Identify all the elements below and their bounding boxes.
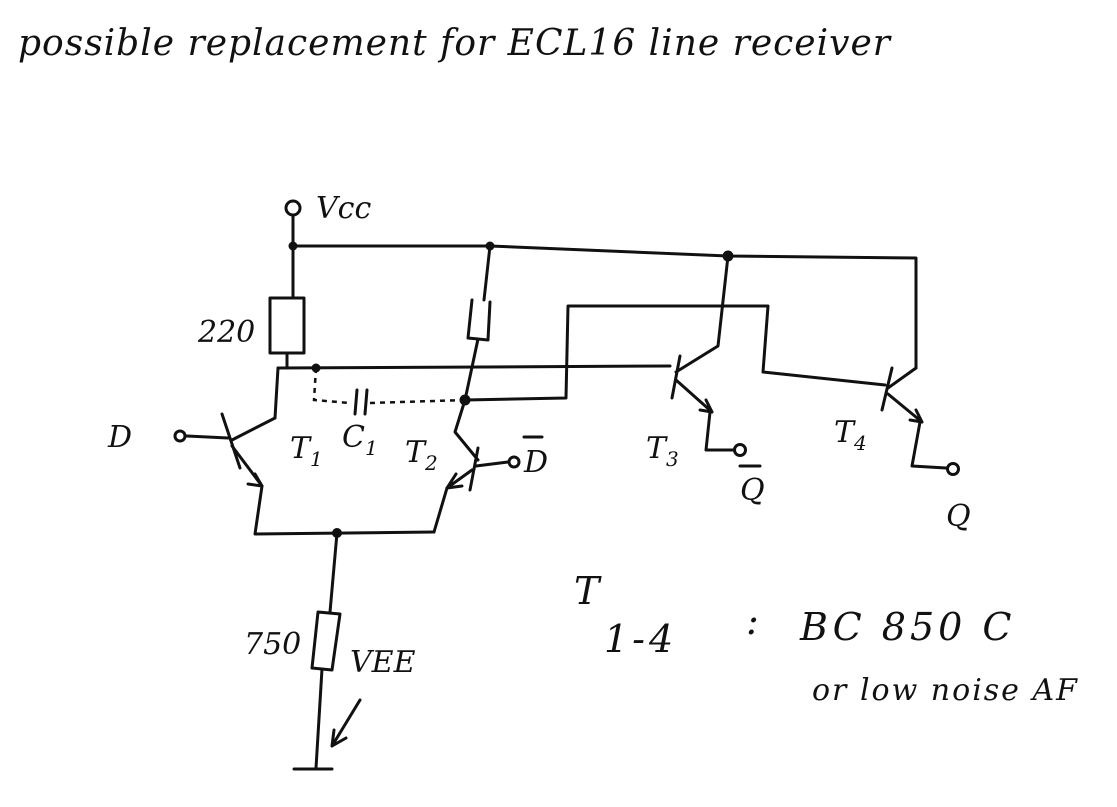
t1-emitter-arrow (230, 444, 264, 488)
note-transistor-prefix: T (574, 569, 603, 613)
t2-collector (453, 398, 480, 462)
t1-collector (230, 416, 277, 442)
r3-label: 750 (244, 627, 301, 662)
note-part: BC 850 C (799, 605, 1015, 649)
dbar-label: D (523, 445, 548, 480)
vcc-rail (291, 213, 918, 370)
resistor-r2 (466, 298, 492, 342)
note-alternative: or low noise AF (812, 673, 1079, 708)
t3-collector (674, 254, 730, 374)
r3-lead-top (328, 531, 339, 614)
c1-lead-left (312, 367, 351, 405)
c1-label: C1 (342, 420, 378, 460)
d-label: D (107, 420, 132, 455)
t3-emitter-arrow (674, 378, 714, 414)
q-terminal (946, 462, 960, 476)
r1-label: 220 (197, 315, 255, 350)
t4-emitter-lead (910, 420, 948, 470)
t4-label: T4 (834, 415, 867, 455)
qbar-terminal (733, 443, 747, 457)
capacitor-c1 (353, 388, 369, 416)
q-label: Q (946, 499, 971, 534)
vcc-label: Vcc (316, 191, 371, 226)
r2-lead-bottom (463, 337, 480, 402)
dbar-input-wire (474, 460, 510, 468)
d-terminal (173, 429, 187, 443)
t2-emitter-arrow (445, 468, 474, 490)
c1-lead-right (369, 398, 466, 405)
resistor-r1 (268, 296, 306, 355)
note-colon: : (746, 599, 763, 643)
vee-label: VEE (350, 645, 416, 680)
d-input-wire (185, 434, 230, 440)
t4-emitter-arrow (886, 392, 924, 424)
t1-label: T1 (290, 431, 323, 471)
t2-base-bar (468, 446, 480, 492)
t3-label: T3 (646, 431, 679, 471)
emitter-tail-wire (253, 484, 436, 536)
r2-lead-top (482, 244, 492, 302)
r3-lead-bottom (314, 667, 324, 770)
note-transistor-range: 1-4 (604, 617, 677, 661)
t3-emitter-lead (704, 410, 736, 452)
t2-emitter-lead (432, 486, 449, 534)
t3-base-bar (670, 354, 682, 400)
dbar-terminal (507, 455, 521, 469)
resistor-r3 (310, 610, 342, 672)
t1-collector-to-t3-base (276, 364, 672, 370)
t2-collector-to-t4-base (463, 304, 887, 402)
qbar-label: Q (740, 473, 765, 508)
vee-arrow (330, 698, 362, 748)
t2-label: T2 (405, 435, 438, 475)
t4-collector (886, 366, 918, 390)
vcc-terminal (284, 199, 302, 217)
sketch-title: possible replacement for ECL16 line rece… (18, 23, 892, 64)
t1-collector-lead (273, 366, 280, 420)
